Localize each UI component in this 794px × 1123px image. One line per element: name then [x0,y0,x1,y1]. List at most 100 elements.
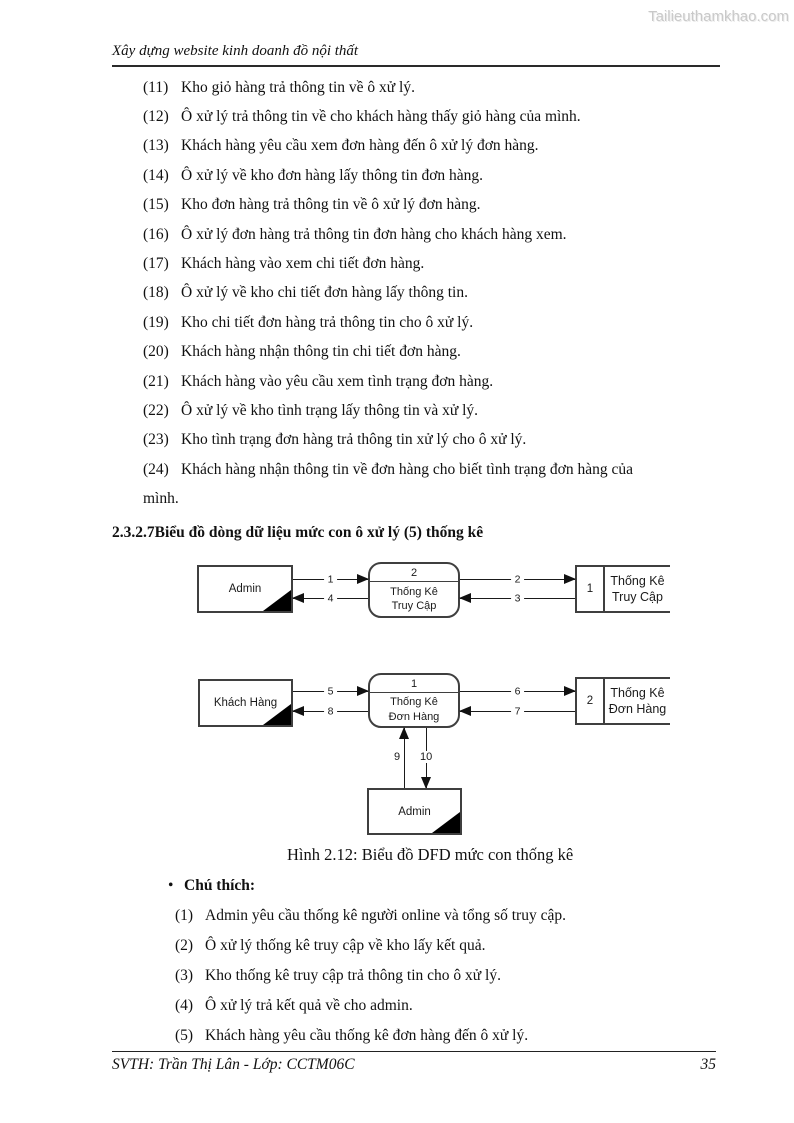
entity-admin-top: Admin [197,565,293,613]
arrowhead-left-icon [292,706,304,716]
list-item-text: Kho chi tiết đơn hàng trả thông tin cho … [181,313,474,331]
store-id: 2 [577,679,605,723]
flow-9 [398,727,409,788]
list-item: (14) Ô xử lý về kho đơn hàng lấy thông ti… [143,161,715,190]
flow-label: 3 [510,592,525,605]
note-item: (2)Ô xử lý thống kê truy cập về kho lấy … [168,931,708,961]
list-item-number: (16) [143,225,169,243]
header-rule [112,65,720,67]
note-item: (5) Khách hàng yêu cầu thống kê đơn hàng … [168,1021,708,1051]
list-item-text: Ô xử lý về kho đơn hàng lấy thông tin đơ… [181,166,484,184]
notes-section: • Chú thích: (1)Admin yêu cầu thống kê n… [168,871,708,1051]
watermark: Tailieuthamkhao.com [648,8,789,25]
list-item-text: mình. [143,490,179,508]
duplicate-entity-marker [263,590,291,611]
list-item-number: (20) [143,343,169,361]
note-number: (4) [175,997,194,1014]
note-item: (3) Kho thống kê truy cập trả thông tin c… [168,961,708,991]
list-item: (16) Ô xử lý đơn hàng trả thông tin đơn h… [143,220,715,249]
flow-label: 8 [323,705,338,718]
list-item-number: (13) [143,137,169,155]
store-id: 1 [577,567,605,611]
flow-3: 3 [459,592,575,605]
arrowhead-right-icon [564,574,576,584]
list-item: (17) Khách hàng vào xem chi tiết đơn hàng… [143,249,715,278]
footer-rule [112,1051,716,1052]
list-item-continuation: mình. [143,484,715,513]
list-item-text: Ô xử lý về kho chi tiết đơn hàng lấy thô… [181,284,468,302]
list-item-number: (17) [143,255,169,273]
bullet-icon: • [168,877,174,894]
entity-label: Admin [398,805,431,818]
note-number: (1) [175,907,194,924]
list-item-text: Khách hàng vào xem chi tiết đơn hàng. [181,255,425,273]
running-header: Xây dựng website kinh doanh đồ nội thất [112,43,359,59]
list-item-number: (11) [143,78,169,96]
list-item-text: Kho tình trạng đơn hàng trả thông tin xử… [181,431,527,449]
list-item-number: (19) [143,313,169,331]
flow-2: 2 [460,573,576,586]
numbered-list: (11) Kho giỏ hàng trả thông tin về ô xử l… [143,73,715,514]
list-item-text: Khách hàng yêu cầu xem đơn hàng đến ô xử… [181,137,539,155]
flow-4: 4 [292,592,368,605]
list-item: (23) Kho tình trạng đơn hàng trả thông ti… [143,426,715,455]
process-id: 2 [370,564,458,582]
arrowhead-up-icon [398,727,409,739]
list-item-number: (12) [143,108,169,126]
process-thong-ke-don-hang: 1 Thống Kê Đơn Hàng [368,673,460,728]
arrowhead-right-icon [357,686,369,696]
footer: SVTH: Trần Thị Lân - Lớp: CCTM06C 35 [112,1056,716,1074]
list-item: (18) Ô xử lý về kho chi tiết đơn hàng lấy… [143,279,715,308]
list-item-number: (14) [143,166,169,184]
list-item-text: Kho giỏ hàng trả thông tin về ô xử lý. [181,78,415,96]
list-item-number: (18) [143,284,169,302]
note-item: (1)Admin yêu cầu thống kê người online v… [168,901,708,931]
process-label: Thống Kê Đơn Hàng [388,696,440,723]
list-item-text: Ô xử lý trả thông tin về cho khách hàng … [181,108,581,126]
note-text: Khách hàng yêu cầu thống kê đơn hàng đến… [205,1027,529,1044]
entity-khach-hang: Khách Hàng [198,679,293,727]
store-label: Thống Kê Truy Cập [610,573,665,604]
flow-label: 2 [510,573,525,586]
note-text: Kho thống kê truy cập trả thông tin cho … [205,967,501,984]
arrowhead-right-icon [564,686,576,696]
notes-heading: Chú thích: [184,877,256,894]
list-item-number: (23) [143,431,169,449]
list-item: (13) Khách hàng yêu cầu xem đơn hàng đến … [143,132,715,161]
process-id: 1 [370,675,458,693]
flow-label: 1 [323,573,338,586]
list-item: (22)Ô xử lý về kho tình trạng lấy thông … [143,396,715,425]
list-item-text: Ô xử lý về kho tình trạng lấy thông tin … [181,401,479,419]
flow-1: 1 [293,573,369,586]
list-item: (19) Kho chi tiết đơn hàng trả thông tin … [143,308,715,337]
flow-8: 8 [292,705,368,718]
entity-label: Admin [228,583,262,595]
arrowhead-down-icon [420,777,431,789]
note-text: Ô xử lý trả kết quả về cho admin. [205,997,413,1014]
footer-author: SVTH: Trần Thị Lân - Lớp: CCTM06C [112,1056,355,1073]
flow-5: 5 [293,685,369,698]
store-label: Thống Kê Đơn Hàng [608,685,667,716]
flow-label: 9 [393,751,402,763]
list-item-number: (24) [143,460,169,478]
note-number: (2) [175,937,194,954]
list-item-number: (15) [143,196,169,214]
arrowhead-left-icon [292,593,304,603]
note-number: (3) [175,967,194,984]
process-label: Thống Kê Truy Cập [390,585,438,612]
section-heading: 2.3.2.7Biểu đồ dòng dữ liệu mức con ô xử… [112,524,484,541]
list-item: (11) Kho giỏ hàng trả thông tin về ô xử l… [143,73,715,102]
note-item: (4) Ô xử lý trả kết quả về cho admin. [168,991,708,1021]
list-item-text: Ô xử lý đơn hàng trả thông tin đơn hàng … [181,225,567,243]
note-number: (5) [175,1027,194,1044]
list-item-text: Khách hàng nhận thông tin chi tiết đơn h… [181,343,461,361]
list-item-text: Khách hàng vào yêu cầu xem tình trạng đơ… [181,372,494,390]
duplicate-entity-marker [263,704,291,725]
flow-label: 4 [323,592,338,605]
entity-label: Khách Hàng [213,697,278,709]
list-item-text: Khách hàng nhận thông tin về đơn hàng ch… [181,460,634,478]
list-item: (15)Kho đơn hàng trả thông tin về ô xử l… [143,191,715,220]
flow-label: 10 [419,751,434,763]
